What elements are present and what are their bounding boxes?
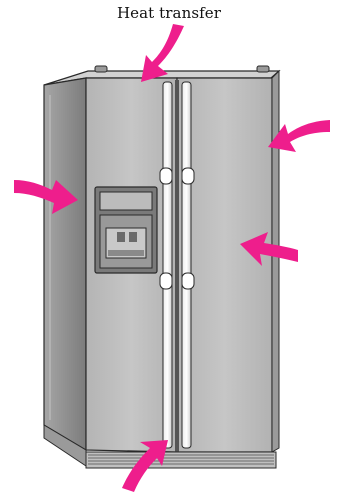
top-hinge-right: [257, 66, 269, 72]
refrigerator-icon: [44, 66, 279, 468]
door-gap: [175, 80, 179, 452]
ice-dispenser: [95, 187, 157, 273]
fridge-right-edge: [272, 71, 279, 452]
top-hinge-left: [95, 66, 107, 72]
